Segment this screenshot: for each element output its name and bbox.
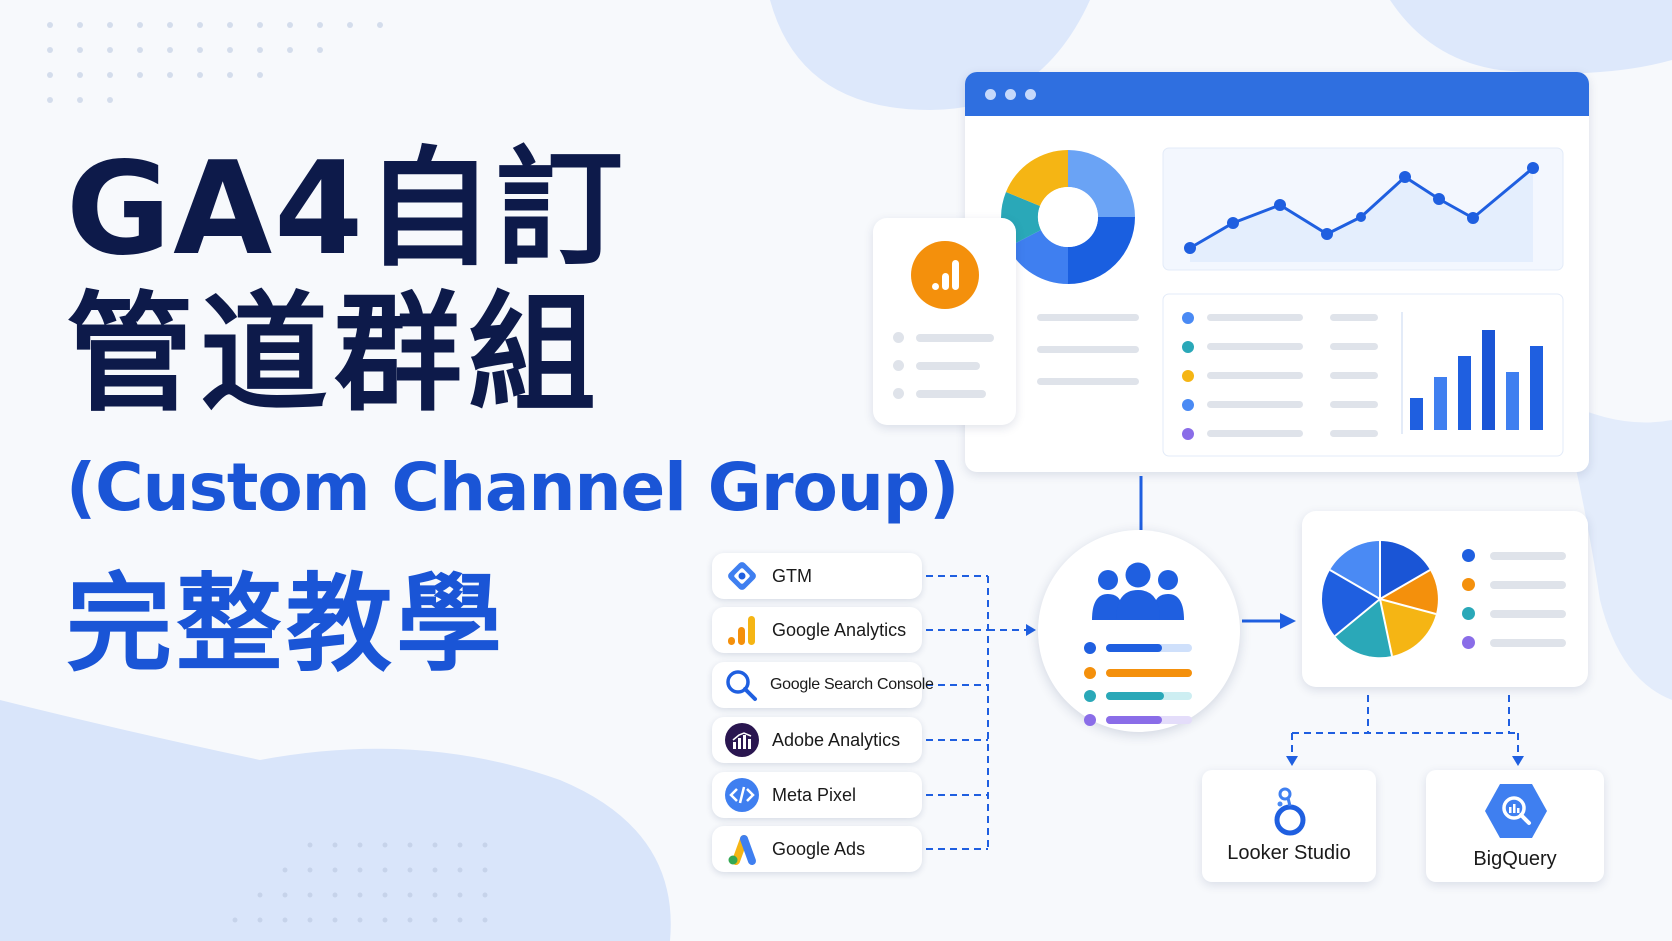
list-dot (1084, 667, 1096, 679)
google-ads-icon (724, 831, 760, 867)
list-line (1490, 581, 1566, 589)
source-item-meta-pixel[interactable]: Meta Pixel (712, 772, 922, 818)
title-line-1: GA4自訂 (66, 135, 626, 284)
source-item-adobe-analytics[interactable]: Adobe Analytics (712, 717, 922, 763)
window-titlebar (965, 72, 1589, 116)
destination-bigquery[interactable]: BigQuery (1426, 770, 1604, 882)
channel-group-hub (1038, 530, 1240, 732)
list-dot (1084, 690, 1096, 702)
title-line-3: (Custom Channel Group) (66, 449, 959, 526)
window-dot-icon (1025, 89, 1036, 100)
list-line (916, 362, 980, 370)
list-dot (1084, 714, 1096, 726)
adobe-analytics-icon (724, 722, 760, 758)
source-label: GTM (772, 565, 812, 586)
google-analytics-logo-icon (911, 241, 979, 309)
pie-chart-icon (1321, 541, 1438, 658)
list-dot (1462, 578, 1475, 591)
list-line (1106, 644, 1162, 652)
report-card (1302, 511, 1588, 687)
list-dot (893, 388, 904, 399)
list-dot (893, 360, 904, 371)
window-dot-icon (1005, 89, 1016, 100)
source-item-google-analytics[interactable]: Google Analytics (712, 607, 922, 653)
source-label: Google Ads (772, 838, 866, 859)
dashboard-window (965, 72, 1589, 472)
window-dot-icon (985, 89, 996, 100)
looker-studio-icon (1274, 787, 1306, 836)
list-line (916, 390, 986, 398)
google-analytics-icon (724, 612, 760, 648)
bigquery-icon (1485, 784, 1547, 838)
gtm-icon (724, 558, 760, 594)
source-item-google-ads[interactable]: Google Ads (712, 826, 922, 872)
source-item-gtm[interactable]: GTM (712, 553, 922, 599)
search-console-icon (724, 667, 758, 703)
list-line (1490, 639, 1566, 647)
title-line-2: 管道群組 (66, 280, 603, 429)
source-label: Google Search Console (770, 676, 934, 693)
meta-pixel-icon (724, 777, 760, 813)
source-label: Google Analytics (772, 619, 907, 640)
ga-mini-card (873, 218, 1016, 425)
users-group-icon (1092, 562, 1184, 620)
title-line-4: 完整教學 (66, 563, 506, 686)
list-line (1106, 716, 1162, 724)
destination-label: BigQuery (1473, 848, 1557, 870)
list-dot (1462, 607, 1475, 620)
destination-label: Looker Studio (1227, 842, 1351, 864)
destination-looker-studio[interactable]: Looker Studio (1202, 770, 1376, 882)
list-dot (1084, 642, 1096, 654)
list-line (1106, 669, 1192, 677)
list-line (1490, 610, 1566, 618)
list-line (1106, 692, 1164, 700)
list-line (916, 334, 994, 342)
list-dot (1462, 549, 1475, 562)
dashboard-graphics (1001, 147, 1564, 457)
list-dot (1462, 636, 1475, 649)
source-label: Adobe Analytics (772, 729, 901, 750)
source-item-google-search-console[interactable]: Google Search Console (712, 662, 934, 708)
source-label: Meta Pixel (772, 784, 857, 805)
list-dot (893, 332, 904, 343)
list-line (1490, 552, 1566, 560)
